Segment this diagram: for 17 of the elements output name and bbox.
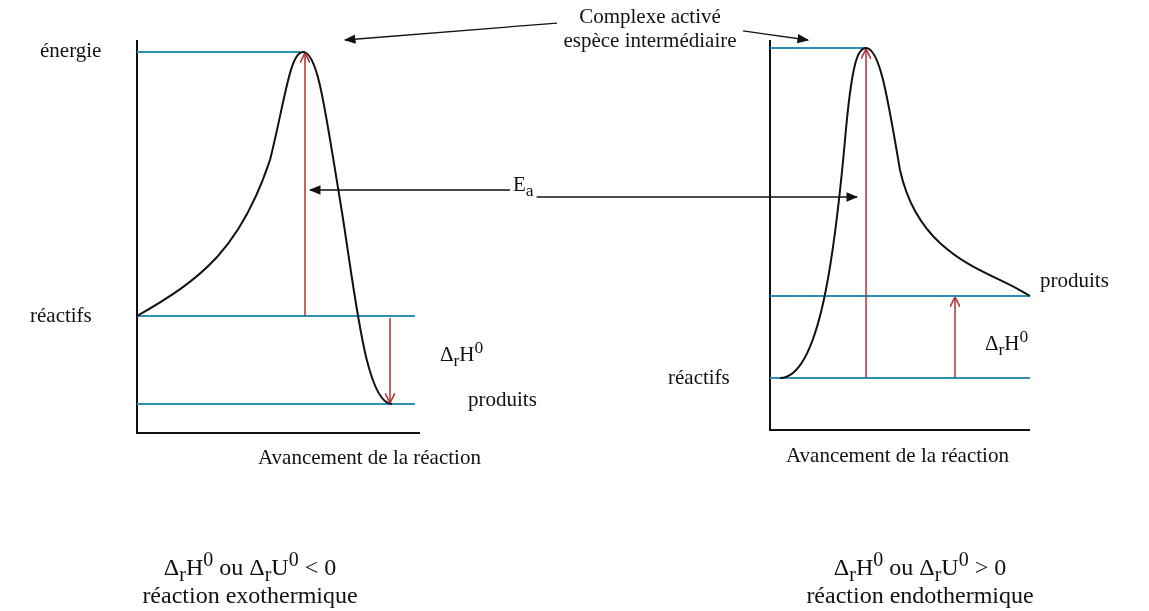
leader-arrow bbox=[742, 30, 810, 44]
exothermic-energy-diagram-drawing bbox=[136, 39, 421, 434]
level-label: produits bbox=[1040, 268, 1109, 293]
endothermic-energy-diagram-drawing bbox=[769, 39, 1031, 431]
leader-arrow bbox=[535, 192, 859, 202]
level-label: produits bbox=[468, 387, 537, 412]
leader-arrow bbox=[343, 22, 558, 44]
activation-energy-label: E$_{a}$ bbox=[513, 172, 534, 201]
axis-label: Avancement de la réaction bbox=[258, 445, 481, 470]
enthalpy-label: Δ$_{r}$H$^{0}$ bbox=[985, 326, 1029, 360]
axis-label: Avancement de la réaction bbox=[786, 443, 1009, 468]
level-label: réactifs bbox=[30, 303, 92, 328]
level-label: réactifs bbox=[668, 365, 730, 390]
enthalpy-label: Δ$_{r}$H$^{0}$ bbox=[440, 337, 484, 371]
leader-arrow bbox=[308, 185, 511, 195]
callout-text: Complexe activé espèce intermédiaire bbox=[560, 4, 740, 53]
axis-label: énergie bbox=[40, 38, 102, 63]
